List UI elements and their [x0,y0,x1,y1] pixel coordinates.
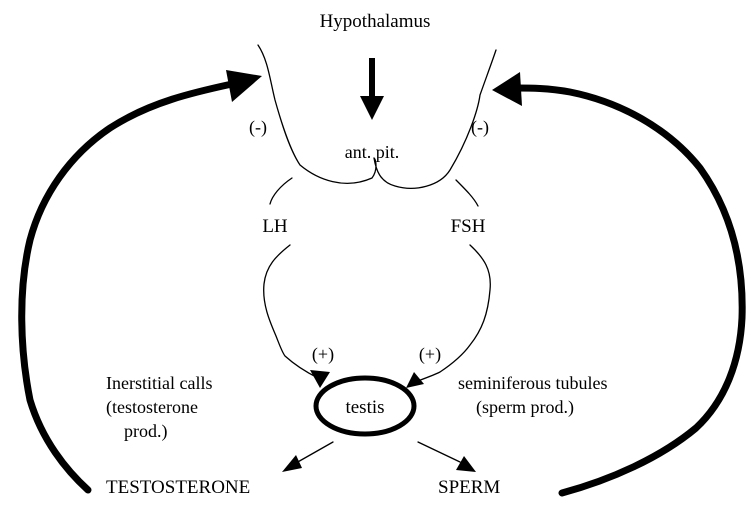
pituitary-to-lh-line [270,178,292,204]
hypothalamus-to-pituitary-arrow [360,58,384,120]
seminiferous-tubules-text: seminiferous tubules (sperm prod.) [458,373,607,418]
testis-label: testis [345,397,384,418]
interstitial-line-1: Inerstitial calls [106,373,212,393]
anterior-pituitary-label: ant. pit. [345,142,400,162]
lh-to-testis-arrow [264,245,330,388]
pituitary-to-fsh-line [456,180,478,206]
positive-stimulus-left-label: (+) [312,344,334,365]
interstitial-cells-text: Inerstitial calls (testosterone prod.) [106,373,212,442]
fsh-label: FSH [451,216,486,237]
sperm-feedback-arrow [492,72,742,493]
sperm-label: SPERM [438,477,500,498]
hypothalamus-label: Hypothalamus [320,11,431,32]
testosterone-label: TESTOSTERONE [106,477,250,498]
seminiferous-line-1: seminiferous tubules [458,373,607,393]
pituitary-outline [258,45,496,188]
fsh-to-testis-arrow [406,245,490,388]
lh-label: LH [262,216,288,237]
negative-feedback-left-label: (-) [249,117,267,138]
seminiferous-line-2: (sperm prod.) [476,397,574,418]
positive-stimulus-right-label: (+) [419,344,441,365]
testis-to-testosterone-arrow [282,442,333,472]
negative-feedback-right-label: (-) [471,117,489,138]
interstitial-line-3: prod.) [124,421,168,442]
testis-to-sperm-arrow [418,442,476,472]
interstitial-line-2: (testosterone [106,397,198,418]
